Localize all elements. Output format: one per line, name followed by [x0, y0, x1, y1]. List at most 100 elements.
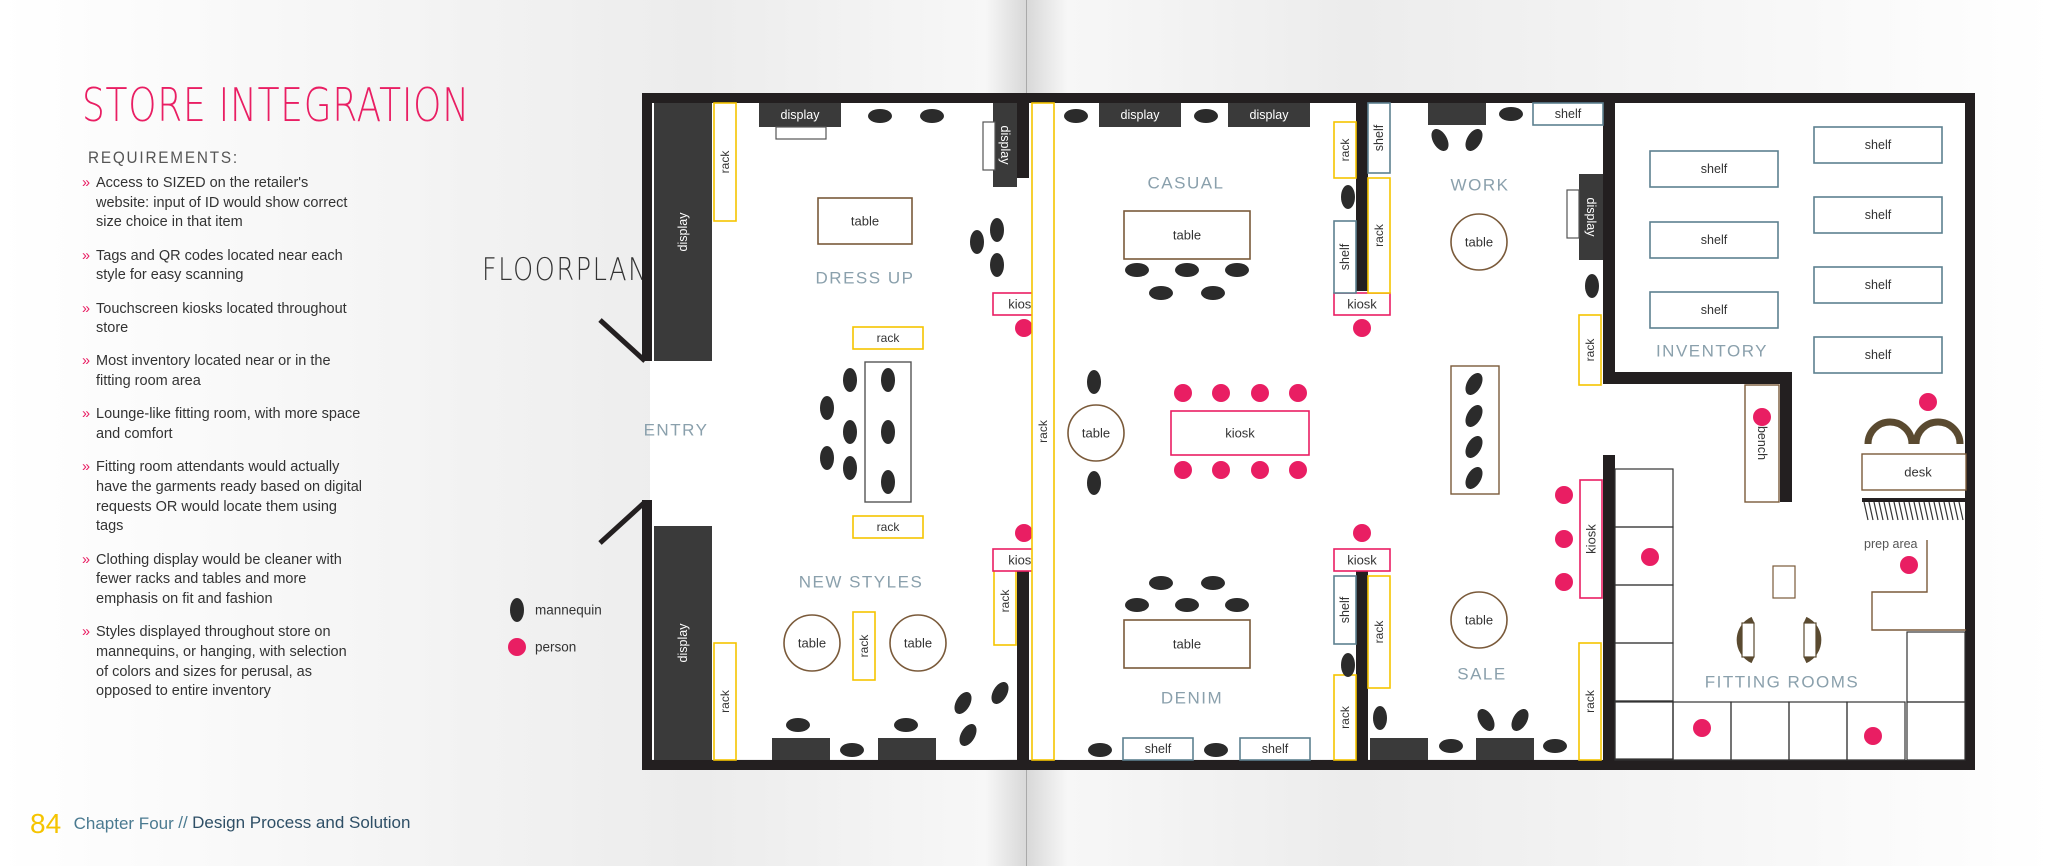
mannequin-marker [1465, 373, 1483, 395]
person-marker [1555, 530, 1573, 548]
wall [642, 500, 652, 770]
fitting-room-cubicle [1846, 701, 1906, 761]
person-marker [1555, 486, 1573, 504]
display-label: display [1584, 198, 1598, 238]
shelf-label: shelf [1262, 742, 1289, 756]
mirror-stand [1772, 565, 1796, 599]
round-table-fixture [1450, 591, 1508, 649]
hanging-rail-hook [1913, 501, 1919, 521]
mannequin-marker [1125, 263, 1149, 277]
mannequin-marker [959, 724, 977, 746]
person-marker [1919, 393, 1937, 411]
zone-label: DRESS UP [816, 269, 915, 288]
shelf-fixture [1333, 220, 1357, 294]
hanging-rail-hook [1903, 501, 1909, 521]
shelf-label: shelf [1338, 243, 1352, 270]
rack-label: rack [1583, 689, 1597, 713]
mannequin-marker [843, 368, 857, 392]
table-fixture [817, 197, 913, 245]
zone-label: CASUAL [1147, 174, 1224, 193]
person-marker [508, 638, 526, 656]
mannequin-marker [1465, 129, 1483, 151]
mannequin-marker [1087, 471, 1101, 495]
shelf-label: shelf [1865, 348, 1892, 362]
fitting-room-cubicle [1906, 701, 1966, 761]
rack-label: rack [1372, 620, 1386, 644]
hanging-rail-hook [1878, 501, 1884, 521]
floorplan-title: FLOORPLAN [482, 252, 649, 288]
mannequin-marker [1149, 576, 1173, 590]
mannequin-marker [990, 253, 1004, 277]
display-fixture [1579, 174, 1603, 260]
mannequin-marker [1225, 598, 1249, 612]
mannequin-marker [820, 396, 834, 420]
mannequin-marker [1201, 286, 1225, 300]
hanging-rail-hook [1943, 501, 1949, 521]
kiosk-label: kiosk [1008, 297, 1038, 312]
hanging-rail-hook [1923, 501, 1929, 521]
kiosk-label: kiosk [1008, 553, 1038, 568]
person-marker [1015, 319, 1033, 337]
shelf-label: shelf [1865, 208, 1892, 222]
round-table-fixture [1450, 213, 1508, 271]
shelf-fixture [1532, 102, 1604, 126]
mannequin-marker [840, 743, 864, 757]
round-table-fixture [783, 614, 841, 672]
hanging-rail-hook [1938, 501, 1944, 521]
shelf-fixture [1813, 196, 1943, 234]
person-marker [1251, 384, 1269, 402]
mannequin-marker [1087, 370, 1101, 394]
table-label: table [1082, 426, 1110, 441]
requirement-item: Tags and QR codes located near each styl… [82, 247, 362, 286]
person-marker [1174, 461, 1192, 479]
mannequin-marker [1543, 739, 1567, 753]
mannequin-marker [1064, 109, 1088, 123]
footer-separator: // [178, 813, 188, 833]
rack-fixture [1367, 575, 1391, 689]
shelf-fixture [1649, 291, 1779, 329]
shelf-label: shelf [1701, 303, 1728, 317]
rack-label: rack [877, 520, 901, 534]
shelf-label: shelf [1701, 162, 1728, 176]
rack-label: rack [718, 689, 732, 713]
requirement-item: Lounge-like fitting room, with more spac… [82, 405, 362, 444]
zone-label: ENTRY [644, 421, 709, 440]
hanging-rail-hook [1958, 501, 1964, 521]
kiosk-label: kiosk [1347, 553, 1377, 568]
shelf-label: shelf [1145, 742, 1172, 756]
table-label: table [1173, 228, 1201, 243]
wall [1603, 103, 1615, 375]
rack-fixture [1578, 642, 1602, 761]
rack-fixture [1367, 177, 1391, 294]
wall [1603, 372, 1788, 384]
display-label: display [676, 623, 690, 663]
rack-fixture [852, 326, 924, 350]
wall [642, 93, 652, 361]
display-fixture [993, 103, 1017, 187]
rack-fixture [713, 642, 737, 761]
hanging-rail-hook [1898, 501, 1904, 521]
table-fixture [1123, 619, 1251, 669]
chair-seat [1803, 622, 1817, 658]
requirement-item: Most inventory located near or in the fi… [82, 352, 362, 391]
mannequin-marker [1194, 109, 1218, 123]
shelf-fixture [1333, 575, 1357, 645]
person-marker [1641, 548, 1659, 566]
requirements-list: Access to SIZED on the retailer's websit… [82, 174, 362, 715]
display-fixture [1228, 103, 1310, 127]
shelf-fixture [1813, 126, 1943, 164]
mannequin-marker [1373, 706, 1387, 730]
person-marker [1251, 461, 1269, 479]
mannequin-marker [881, 368, 895, 392]
mannequin-marker [1477, 709, 1495, 731]
display-fixture [1428, 103, 1486, 125]
mannequin-marker [1201, 576, 1225, 590]
hanging-rail-hook [1918, 501, 1924, 521]
bench-label: bench [1755, 426, 1769, 460]
shelf-fixture [1122, 737, 1194, 761]
round-table-fixture [1067, 404, 1125, 462]
hanging-rail-hook [1893, 501, 1899, 521]
mannequin-marker [894, 718, 918, 732]
display-label: display [1121, 108, 1161, 122]
